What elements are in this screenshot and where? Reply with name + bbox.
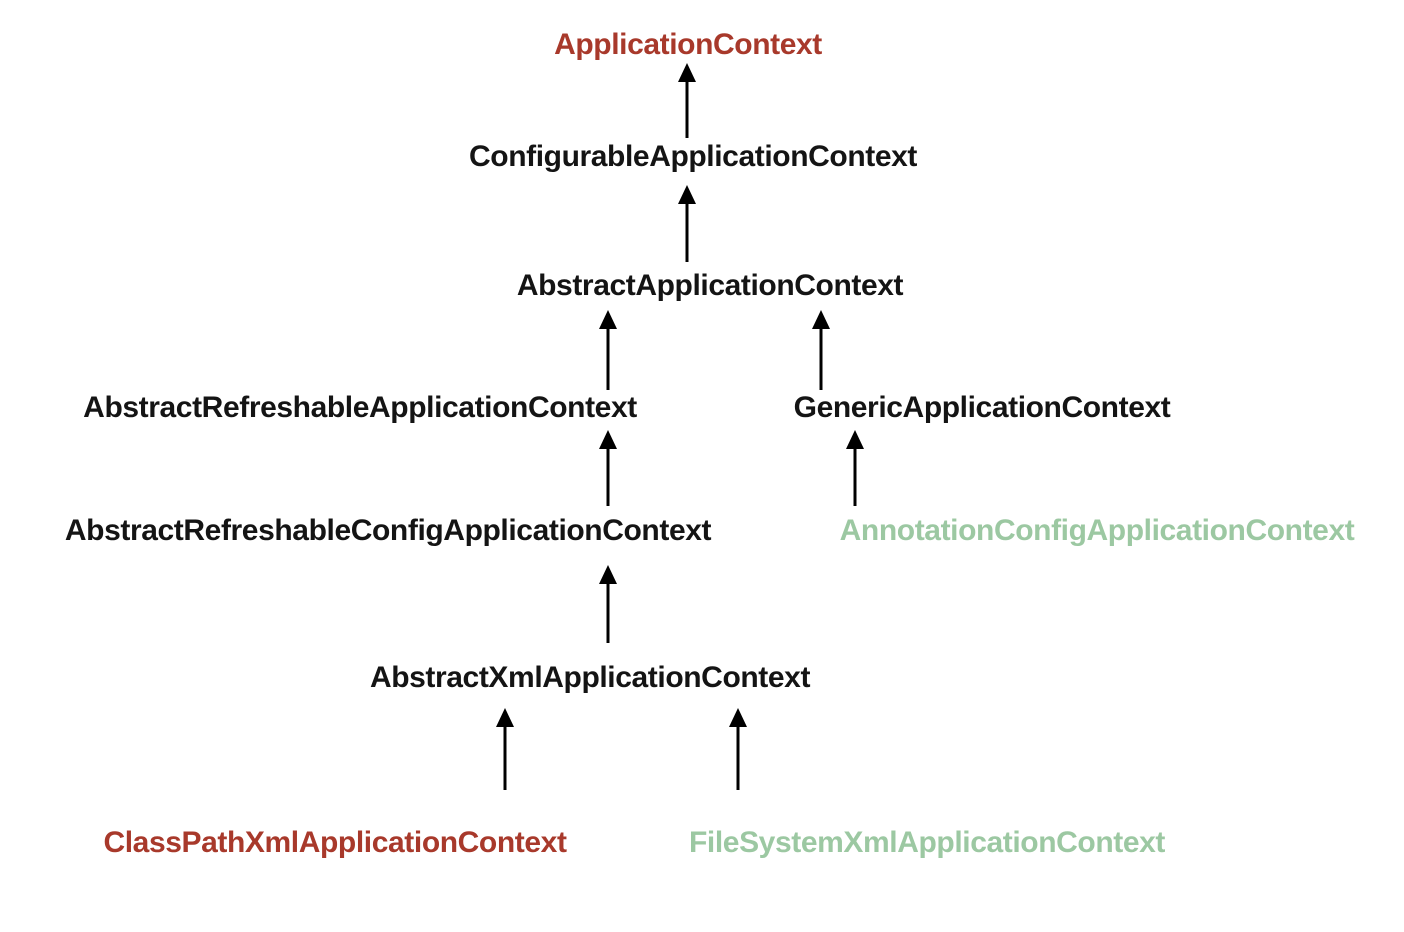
arrow-shaft [853, 445, 857, 506]
arrowhead-up-icon [678, 185, 696, 204]
arrow-class-path-xml-to-abstract-xml [495, 708, 515, 790]
arrowhead-up-icon [599, 310, 617, 329]
arrowhead-up-icon [812, 310, 830, 329]
node-file-system-xml-application-context: FileSystemXmlApplicationContext [688, 826, 1166, 859]
arrow-shaft [736, 723, 740, 790]
node-abstract-refreshable-application-context: AbstractRefreshableApplicationContext [83, 391, 637, 424]
arrow-file-system-xml-to-abstract-xml [728, 708, 748, 790]
arrow-annotation-config-to-generic [845, 430, 865, 506]
arrow-generic-to-abstract-application-context [811, 310, 831, 390]
arrow-shaft [503, 723, 507, 790]
arrowhead-up-icon [599, 430, 617, 449]
arrow-shaft [685, 78, 689, 138]
arrow-abstract-xml-to-abstract-refreshable-config [598, 565, 618, 643]
arrow-configurable-to-application-context [677, 63, 697, 138]
node-annotation-config-application-context: AnnotationConfigApplicationContext [839, 514, 1355, 547]
arrow-shaft [685, 200, 689, 262]
arrow-shaft [606, 445, 610, 506]
arrowhead-up-icon [846, 430, 864, 449]
arrowhead-up-icon [678, 63, 696, 82]
arrow-shaft [606, 325, 610, 390]
arrowhead-up-icon [496, 708, 514, 727]
arrowhead-up-icon [729, 708, 747, 727]
node-abstract-application-context: AbstractApplicationContext [516, 269, 904, 302]
node-abstract-xml-application-context: AbstractXmlApplicationContext [369, 661, 811, 694]
arrow-shaft [606, 580, 610, 643]
arrow-abstract-refreshable-config-to-abstract-refreshable [598, 430, 618, 506]
arrowhead-up-icon [599, 565, 617, 584]
arrow-shaft [819, 325, 823, 390]
node-abstract-refreshable-config-application-context: AbstractRefreshableConfigApplicationCont… [64, 514, 712, 547]
node-configurable-application-context: ConfigurableApplicationContext [469, 140, 917, 173]
node-generic-application-context: GenericApplicationContext [793, 391, 1171, 424]
arrow-abstract-refreshable-to-abstract-application-context [598, 310, 618, 390]
node-application-context: ApplicationContext [554, 28, 822, 61]
arrow-abstract-to-configurable-application-context [677, 185, 697, 262]
node-class-path-xml-application-context: ClassPathXmlApplicationContext [103, 826, 567, 859]
